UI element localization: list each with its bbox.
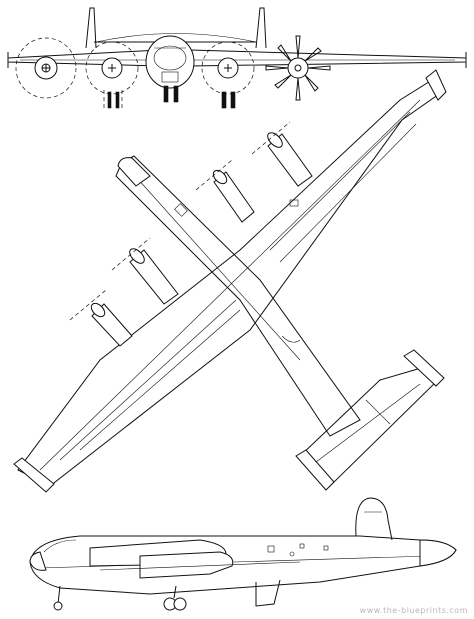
nacelle-right-outer [267, 132, 313, 187]
front-view [7, 7, 467, 110]
nacelle-left-inner [129, 248, 179, 305]
top-view [13, 69, 447, 493]
watermark-text: www.the-blueprints.com [359, 606, 468, 615]
side-view [29, 497, 457, 611]
nacelle-left-outer [90, 302, 133, 347]
nacelle-right-inner [212, 169, 255, 223]
